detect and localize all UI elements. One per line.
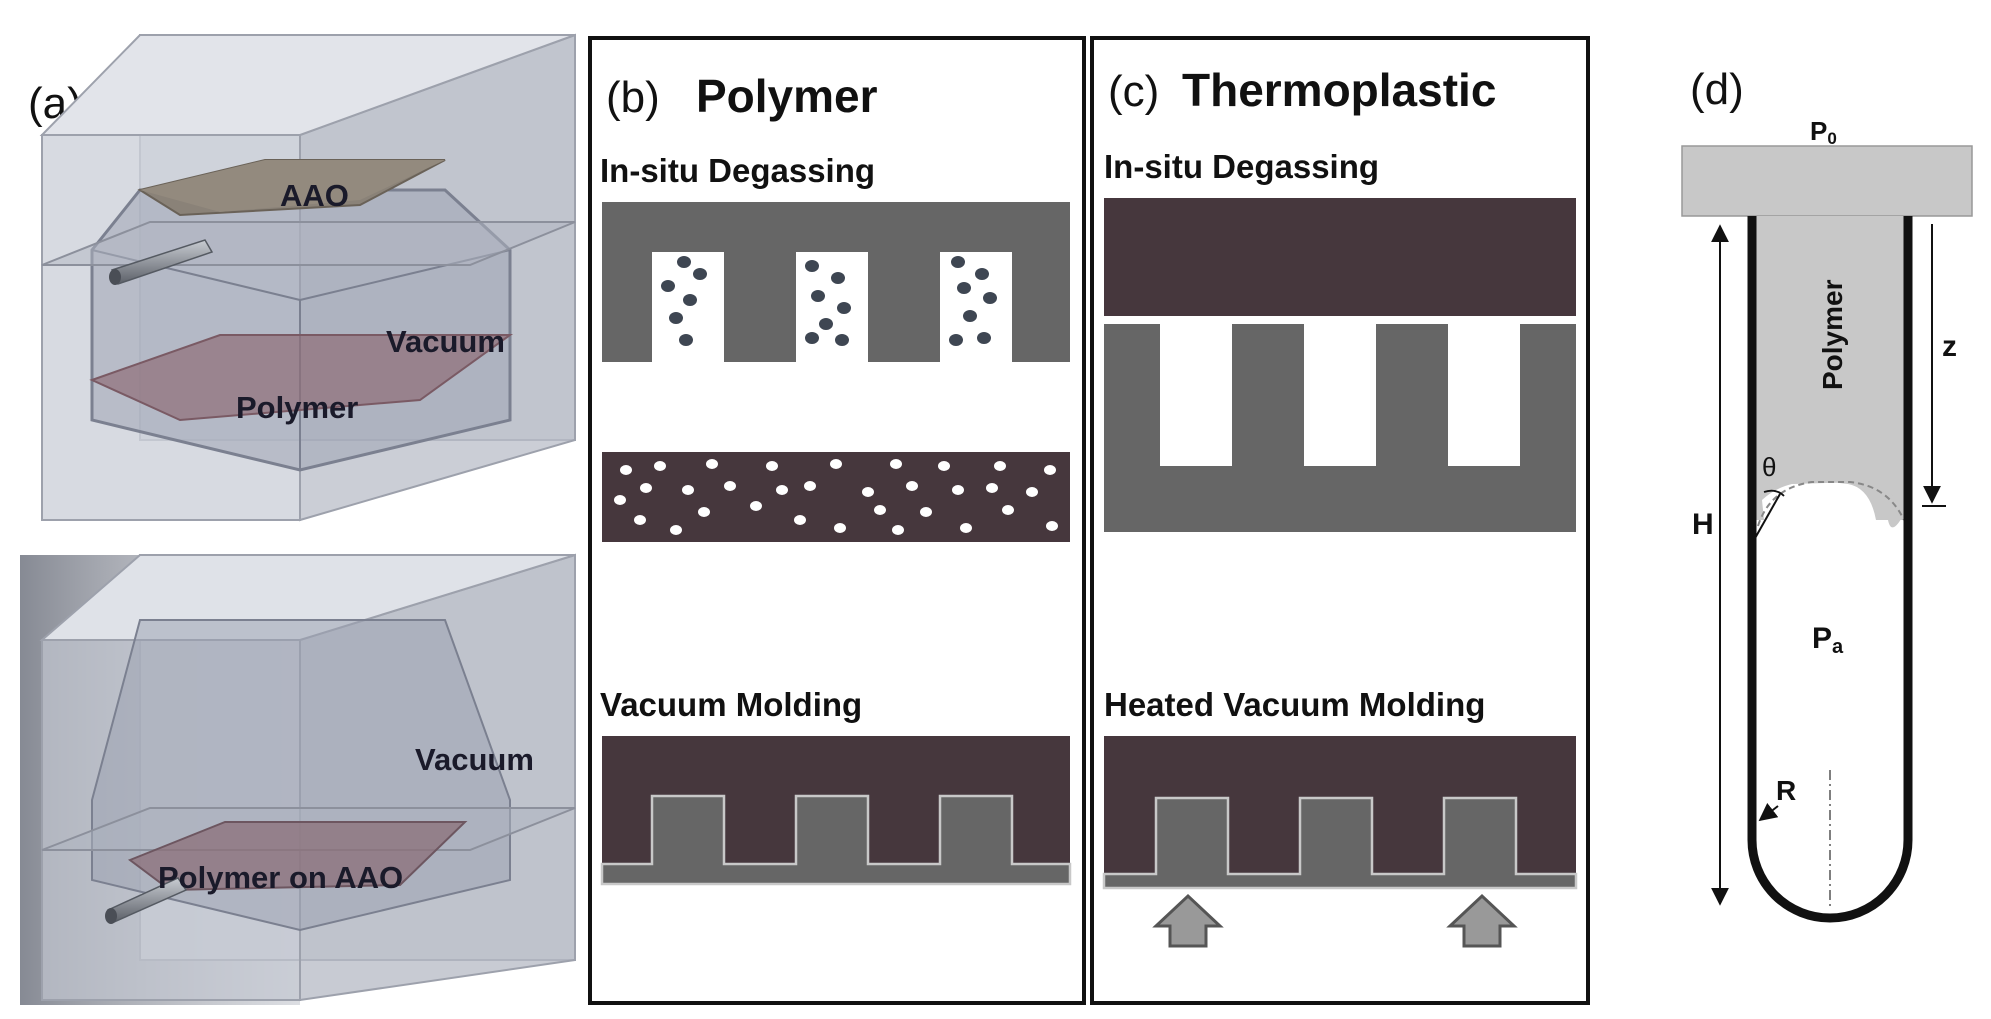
- mold-comb: [602, 202, 1070, 362]
- valve-rod-bottom: [105, 877, 188, 924]
- panel-a: (a) AAO Vacuum Polym: [20, 33, 576, 1005]
- panel-b-title: Polymer: [696, 70, 878, 122]
- heated-molding-result: [1102, 736, 1578, 890]
- polymer-slab: [89, 334, 514, 422]
- z-label: z: [1942, 330, 1957, 363]
- panel-b-step2: Vacuum Molding: [600, 686, 862, 723]
- thermoplastic-sheet: [1104, 198, 1576, 316]
- bottom-chamber: Vacuum Polymer on AAO: [20, 553, 576, 1005]
- polymer-label: Polymer: [236, 390, 358, 425]
- polymer-slab-bubbles: [602, 452, 1070, 542]
- panel-c-label: (c): [1108, 67, 1159, 116]
- h-label: H: [1692, 508, 1714, 541]
- polymer-fill: [1752, 216, 1908, 520]
- panel-c-step1: In-situ Degassing: [1104, 148, 1379, 185]
- vacuum-molding-result: [600, 736, 1072, 886]
- r-label: R: [1776, 775, 1796, 806]
- tube-wall: [1747, 216, 1913, 923]
- bubbles-in-wells: [661, 256, 997, 346]
- panel-b-label: (b): [606, 73, 660, 122]
- pa-label: Pa: [1812, 622, 1844, 658]
- panel-b-frame: [588, 36, 1086, 1005]
- polymer-label-d: Polymer: [1817, 279, 1848, 390]
- top-chamber: AAO Vacuum Polymer: [39, 33, 576, 522]
- panel-c-title: Thermoplastic: [1182, 64, 1496, 116]
- polymer-on-aao-label: Polymer on AAO: [158, 860, 403, 895]
- aao-label: AAO: [280, 178, 349, 213]
- degassing-mold: [602, 202, 1070, 362]
- contact-angle-arc: [1763, 489, 1785, 497]
- panel-c-frame: [1090, 36, 1590, 1005]
- r-arrow: [1758, 802, 1779, 822]
- meniscus: [1757, 481, 1905, 527]
- panel-c: (c) Thermoplastic In-situ Degassing Heat…: [1090, 36, 1590, 1005]
- press-arrow-icon: [1446, 893, 1518, 948]
- press-arrow-icon: [1152, 893, 1224, 948]
- valve-rod: [109, 239, 214, 285]
- panel-c-step2: Heated Vacuum Molding: [1104, 686, 1485, 723]
- p0-label: P0: [1810, 116, 1837, 148]
- vacuum-label-bottom: Vacuum: [415, 742, 534, 777]
- panel-b: (b) Polymer In-situ Degassing: [588, 36, 1086, 1005]
- theta-label: θ: [1762, 452, 1776, 482]
- panel-b-step1: In-situ Degassing: [600, 152, 875, 189]
- vacuum-label-top: Vacuum: [386, 324, 505, 359]
- reservoir: [1681, 145, 1973, 217]
- contact-angle-line: [1753, 493, 1781, 541]
- top-chamber-lid: [39, 34, 576, 136]
- aao-plate-top: [140, 160, 445, 212]
- panel-d: (d) P0 θ Polymer z H Pa R: [1681, 65, 1973, 923]
- mold-comb-c: [1104, 324, 1576, 532]
- bubbles: [614, 459, 1058, 535]
- panel-d-label: (d): [1690, 65, 1744, 114]
